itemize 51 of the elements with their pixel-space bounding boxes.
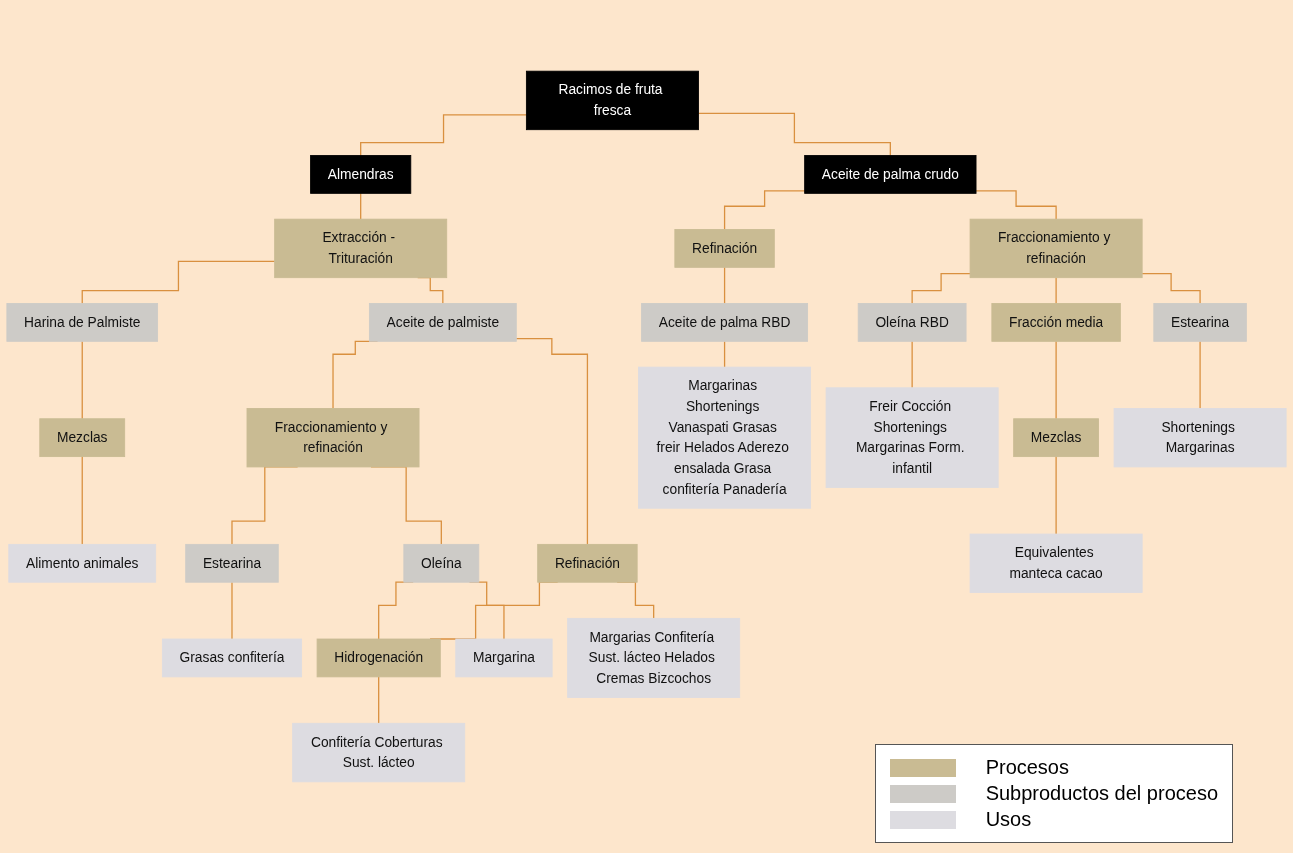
connector <box>81 455 83 545</box>
node-box: Alimento animales <box>8 543 157 583</box>
connector <box>1055 455 1057 535</box>
node-box: Equivalentes manteca cacao <box>969 533 1143 593</box>
node-box: Margarinas Shortenings Vanaspati Grasas freir Helados Aderezo ensalada Grasa confitería Panadería <box>638 366 812 509</box>
connector <box>360 192 362 220</box>
node-box: Estearina <box>1153 303 1247 342</box>
node-box: Grasas confitería <box>161 638 303 678</box>
connector <box>378 676 380 724</box>
node-box: Fracción media <box>991 303 1121 342</box>
connector <box>515 337 589 545</box>
node-box: Confitería Coberturas Sust. lácteo <box>292 722 466 783</box>
node-box: Aceite de palma RBD <box>641 303 808 342</box>
connector <box>911 272 971 305</box>
node-box: Freir Cocción Shortenings Margarinas Form. infantil <box>825 387 999 488</box>
node-box: Fraccionamiento y refinación <box>969 218 1143 279</box>
connector <box>81 340 83 420</box>
legend-label: Subproductos del proceso <box>985 782 1218 805</box>
legend-label: Procesos <box>985 756 1069 779</box>
node-box: Harina de Palmiste <box>6 303 158 342</box>
connector <box>1055 277 1057 305</box>
node-box: Mezclas <box>39 418 126 458</box>
node-box: Estearina <box>185 543 279 583</box>
node-box: Refinación <box>674 229 775 268</box>
connector <box>1141 272 1201 305</box>
node-box: Mezclas <box>1013 418 1099 458</box>
connector <box>697 112 891 157</box>
connector <box>360 114 528 157</box>
node-box: Margarina <box>455 638 553 678</box>
node-box: Margarias Confitería Sust. lácteo Helados Cremas Bizcochos <box>567 617 741 698</box>
node-box: Aceite de palma crudo <box>804 155 977 194</box>
legend-label: Usos <box>985 808 1032 831</box>
connector <box>231 581 233 640</box>
node-box: Extracción - Trituración <box>274 218 448 279</box>
connector <box>975 190 1057 220</box>
node-box: Hidrogenación <box>316 638 441 678</box>
connector <box>723 190 806 231</box>
connector <box>911 340 913 389</box>
connector <box>723 266 726 305</box>
node-box: Aceite de palmiste <box>368 303 517 342</box>
node-box: Oleína <box>403 543 480 583</box>
node-box: Oleína RBD <box>857 303 967 342</box>
connector <box>81 260 276 305</box>
node-box: Shortenings Margarinas <box>1113 408 1287 468</box>
node-box: Fraccionamiento y refinación <box>246 408 420 468</box>
node-box: Refinación <box>537 543 638 583</box>
connector <box>723 340 726 368</box>
node-box: Racimos de fruta fresca <box>525 70 699 131</box>
connector <box>1055 340 1057 420</box>
connector <box>1199 340 1201 410</box>
node-box: Almendras <box>310 155 412 194</box>
